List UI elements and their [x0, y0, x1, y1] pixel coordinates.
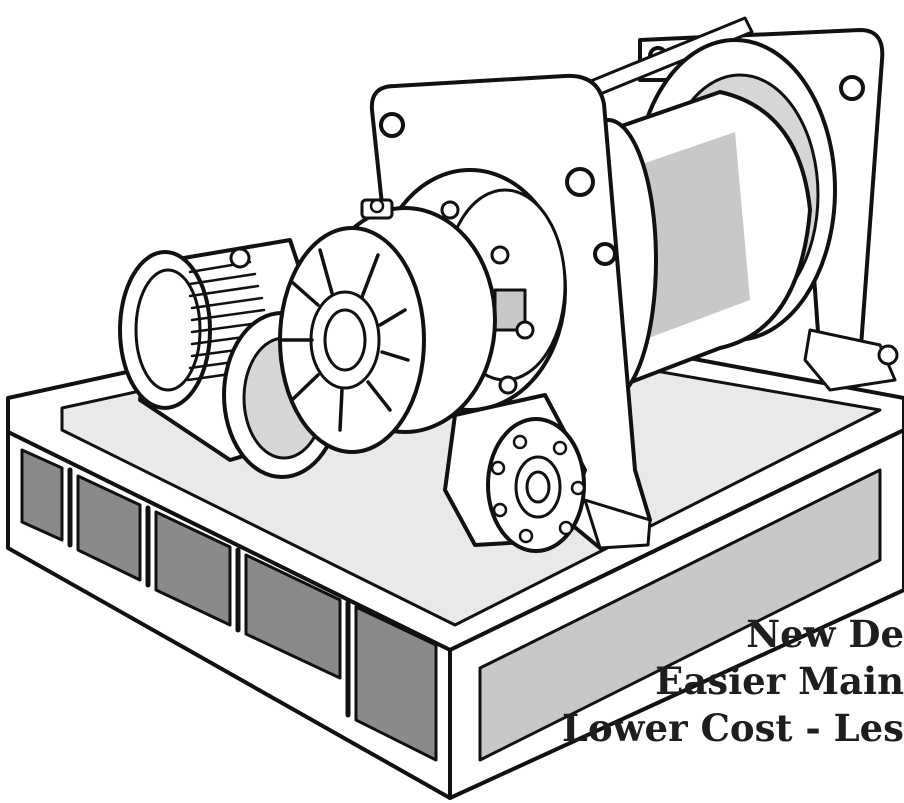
frame-pocket-1	[20, 448, 64, 542]
frame-pocket-5	[354, 605, 438, 762]
plate-hole-1	[379, 112, 405, 138]
caption-line-2: Easier Main	[655, 659, 904, 703]
frame-pocket-2	[76, 474, 142, 582]
drum-assembly	[513, 16, 899, 402]
rear-plate-hole-1	[839, 75, 865, 101]
plate-hole-3	[593, 242, 617, 266]
caption-line-1: New De	[746, 612, 904, 656]
brake-housing	[278, 198, 497, 454]
motor-lifting-eye	[229, 247, 251, 269]
frame-pocket-3	[154, 510, 232, 627]
frame-pocket-4	[244, 553, 342, 680]
brake-ribs	[281, 248, 410, 432]
frame-right-slot	[478, 468, 882, 762]
right-foot	[803, 328, 897, 392]
caption-line-3: Lower Cost - Les	[561, 706, 904, 750]
plate-hole-2	[565, 167, 595, 197]
small-drive-unit	[443, 393, 587, 553]
